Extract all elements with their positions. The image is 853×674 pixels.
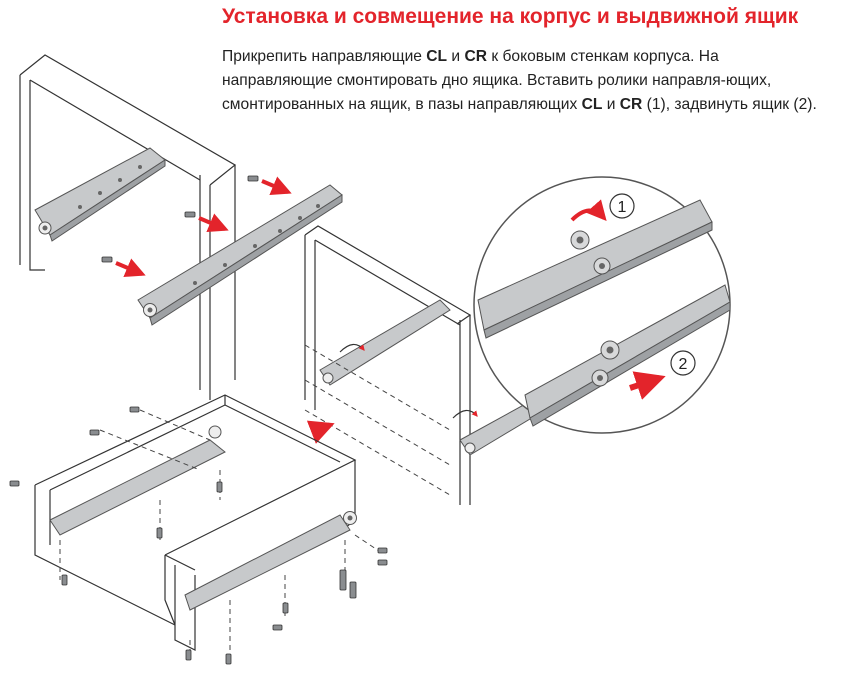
step-2-badge: 2 [670,350,696,376]
instr-part: к боковым стенкам корпуса. На направляющ… [222,48,772,113]
rail-code-cr: CR [464,48,488,65]
drawer-box [34,394,386,660]
rail-code-cl: CL [426,48,448,65]
screws-top [101,175,292,277]
loose-rail [137,184,343,326]
instr-part: и [447,48,465,65]
instr-part: (1), задвинуть ящик (2). [642,96,817,113]
instr-part: Прикрепить направляющие [222,48,427,65]
instr-part: и [602,96,620,113]
instructions-text: Прикрепить направляющие CL и CR к боковы… [222,45,832,117]
screws-drawer [9,406,388,665]
rail-code-cl: CL [581,96,603,113]
step-1-label: 1 [618,199,627,216]
step-1-badge: 1 [609,193,635,219]
page-title: Установка и совмещение на корпус и выдви… [222,5,799,28]
cabinet-rail-left [34,147,166,242]
detail-zoom-circle [473,176,731,434]
rail-code-cr: CR [619,96,643,113]
step-2-label: 2 [679,356,688,373]
